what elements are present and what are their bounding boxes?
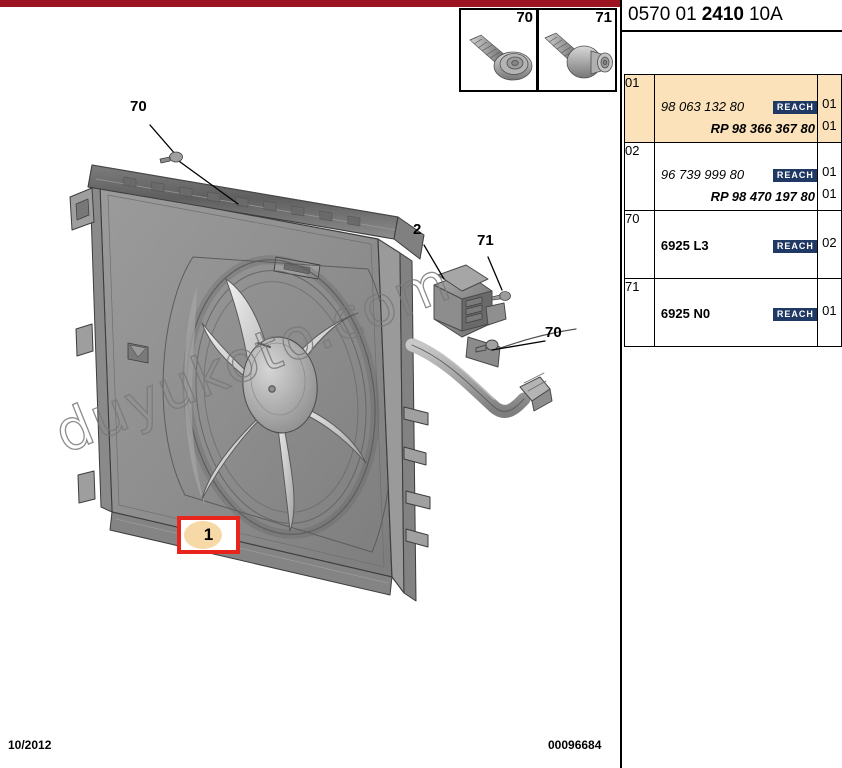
row-references: 6925 N0 REACH <box>653 278 819 347</box>
reference-line: RP 98 366 367 80 <box>655 117 819 139</box>
row-index: 70 <box>624 210 655 279</box>
quantity: 01 <box>822 164 837 179</box>
reach-slot: REACH <box>772 97 819 115</box>
part-number: 98 063 132 80 <box>660 98 745 114</box>
callout-70-top: 70 <box>130 98 147 115</box>
inset-number-70: 70 <box>516 9 533 26</box>
reach-slot: REACH <box>772 236 819 254</box>
top-accent-bar <box>0 0 620 7</box>
part-number: 6925 N0 <box>660 305 711 321</box>
row-index: 02 <box>624 142 655 211</box>
callout-1: 1 <box>203 525 214 544</box>
inset-number-71: 71 <box>595 9 612 26</box>
selected-item-highlight[interactable]: 1 <box>177 516 240 554</box>
callout-70-right: 70 <box>545 324 562 341</box>
quantity: 01 <box>822 303 837 318</box>
header-rule <box>622 30 842 32</box>
replacement-part-number: RP 98 366 367 80 <box>710 120 815 136</box>
quantity: 02 <box>822 235 837 250</box>
reference-line: 96 739 999 80 REACH <box>655 163 819 185</box>
reference-line: 98 063 132 80 REACH <box>655 95 819 117</box>
fastener-inset-71[interactable]: 71 <box>538 8 617 92</box>
row-index: 01 <box>624 74 655 143</box>
footer-drawing-code: 00096684 <box>548 738 602 752</box>
table-row[interactable]: 02 96 739 999 80 REACH RP 98 470 197 80 … <box>624 142 842 211</box>
reach-badge: REACH <box>772 308 817 321</box>
table-row[interactable]: 01 98 063 132 80 REACH RP 98 366 367 80 … <box>624 74 842 143</box>
callout-71: 71 <box>477 232 494 249</box>
code-suffix: 10A <box>748 4 783 25</box>
row-references: 98 063 132 80 REACH RP 98 366 367 80 <box>653 74 819 143</box>
panel-divider <box>620 0 622 768</box>
part-number: 6925 L3 <box>660 237 709 253</box>
code-main: 2410 <box>701 4 744 25</box>
reach-badge: REACH <box>772 240 817 253</box>
catalog-code-header: 0570 01 2410 10A <box>622 0 842 30</box>
reference-line: 6925 L3 REACH <box>655 234 819 256</box>
fastener-inset-group: 70 <box>459 8 617 92</box>
code-prefix: 0570 01 <box>628 4 697 25</box>
parts-table-panel: 0570 01 2410 10A 01 98 063 132 80 REACH … <box>622 0 842 768</box>
row-quantities: 01 <box>817 278 842 347</box>
reach-badge: REACH <box>772 101 817 114</box>
row-references: 96 739 999 80 REACH RP 98 470 197 80 <box>653 142 819 211</box>
reach-badge: REACH <box>772 169 817 182</box>
screw-stepped-head-icon <box>539 22 615 90</box>
reach-slot: REACH <box>772 165 819 183</box>
quantity: 01 <box>822 186 837 201</box>
quantity: 01 <box>822 118 837 133</box>
table-row[interactable]: 70 6925 L3 REACH 02 <box>624 210 842 279</box>
replacement-part-number: RP 98 470 197 80 <box>710 188 815 204</box>
reach-slot: REACH <box>772 304 819 322</box>
parts-table: 01 98 063 132 80 REACH RP 98 366 367 80 … <box>624 74 842 347</box>
row-index: 71 <box>624 278 655 347</box>
selection-glow <box>184 521 222 549</box>
table-row[interactable]: 71 6925 N0 REACH 01 <box>624 278 842 347</box>
row-quantities: 01 01 <box>817 142 842 211</box>
row-quantities: 02 <box>817 210 842 279</box>
callout-2: 2 <box>413 221 422 238</box>
part-number: 96 739 999 80 <box>660 166 745 182</box>
reference-line: 6925 N0 REACH <box>655 302 819 324</box>
footer-date: 10/2012 <box>8 738 52 752</box>
quantity: 01 <box>822 96 837 111</box>
screw-flange-head-icon <box>461 22 536 90</box>
parts-diagram <box>0 7 620 707</box>
row-references: 6925 L3 REACH <box>653 210 819 279</box>
row-quantities: 01 01 <box>817 74 842 143</box>
fastener-inset-70[interactable]: 70 <box>459 8 538 92</box>
reference-line: RP 98 470 197 80 <box>655 185 819 207</box>
